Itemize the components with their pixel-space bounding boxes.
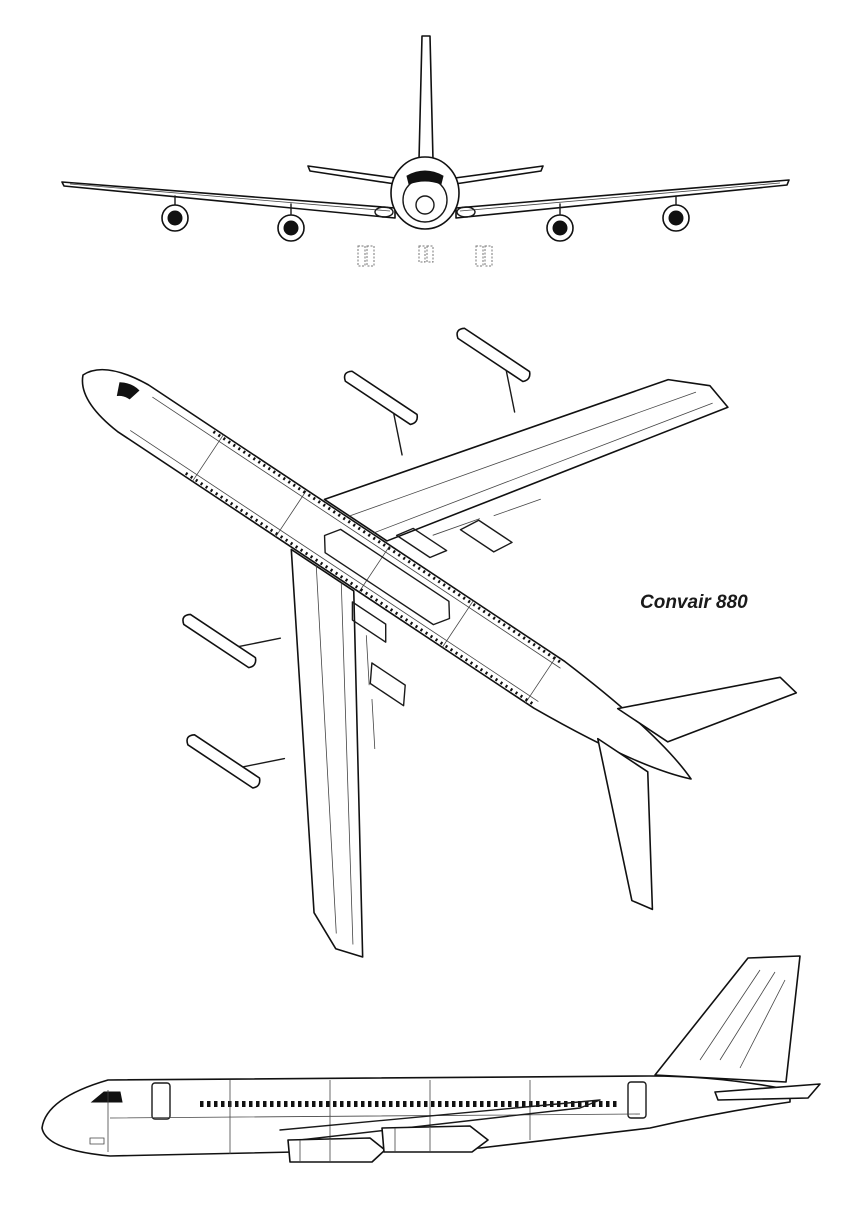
front-windshield <box>406 170 444 185</box>
aircraft-title: Convair 880 <box>640 592 748 613</box>
side-cockpit-windows <box>90 1091 123 1103</box>
side-wing <box>279 1099 601 1141</box>
side-door-front <box>151 1082 171 1120</box>
top-horizontal-stabilizer <box>596 676 798 911</box>
top-view <box>81 327 798 958</box>
top-fuselage <box>81 368 692 780</box>
top-engines <box>182 327 531 789</box>
top-window-row <box>184 430 565 707</box>
top-cockpit <box>116 382 140 400</box>
top-wing-upper <box>323 378 729 542</box>
top-wing-lower <box>290 548 364 958</box>
side-engines <box>287 1125 489 1163</box>
front-landing-gear <box>357 245 493 267</box>
side-door-rear <box>627 1081 647 1119</box>
front-wing <box>61 179 790 219</box>
front-view <box>61 35 790 267</box>
front-engines <box>161 195 690 242</box>
side-horizontal-stabilizer <box>714 1083 821 1101</box>
